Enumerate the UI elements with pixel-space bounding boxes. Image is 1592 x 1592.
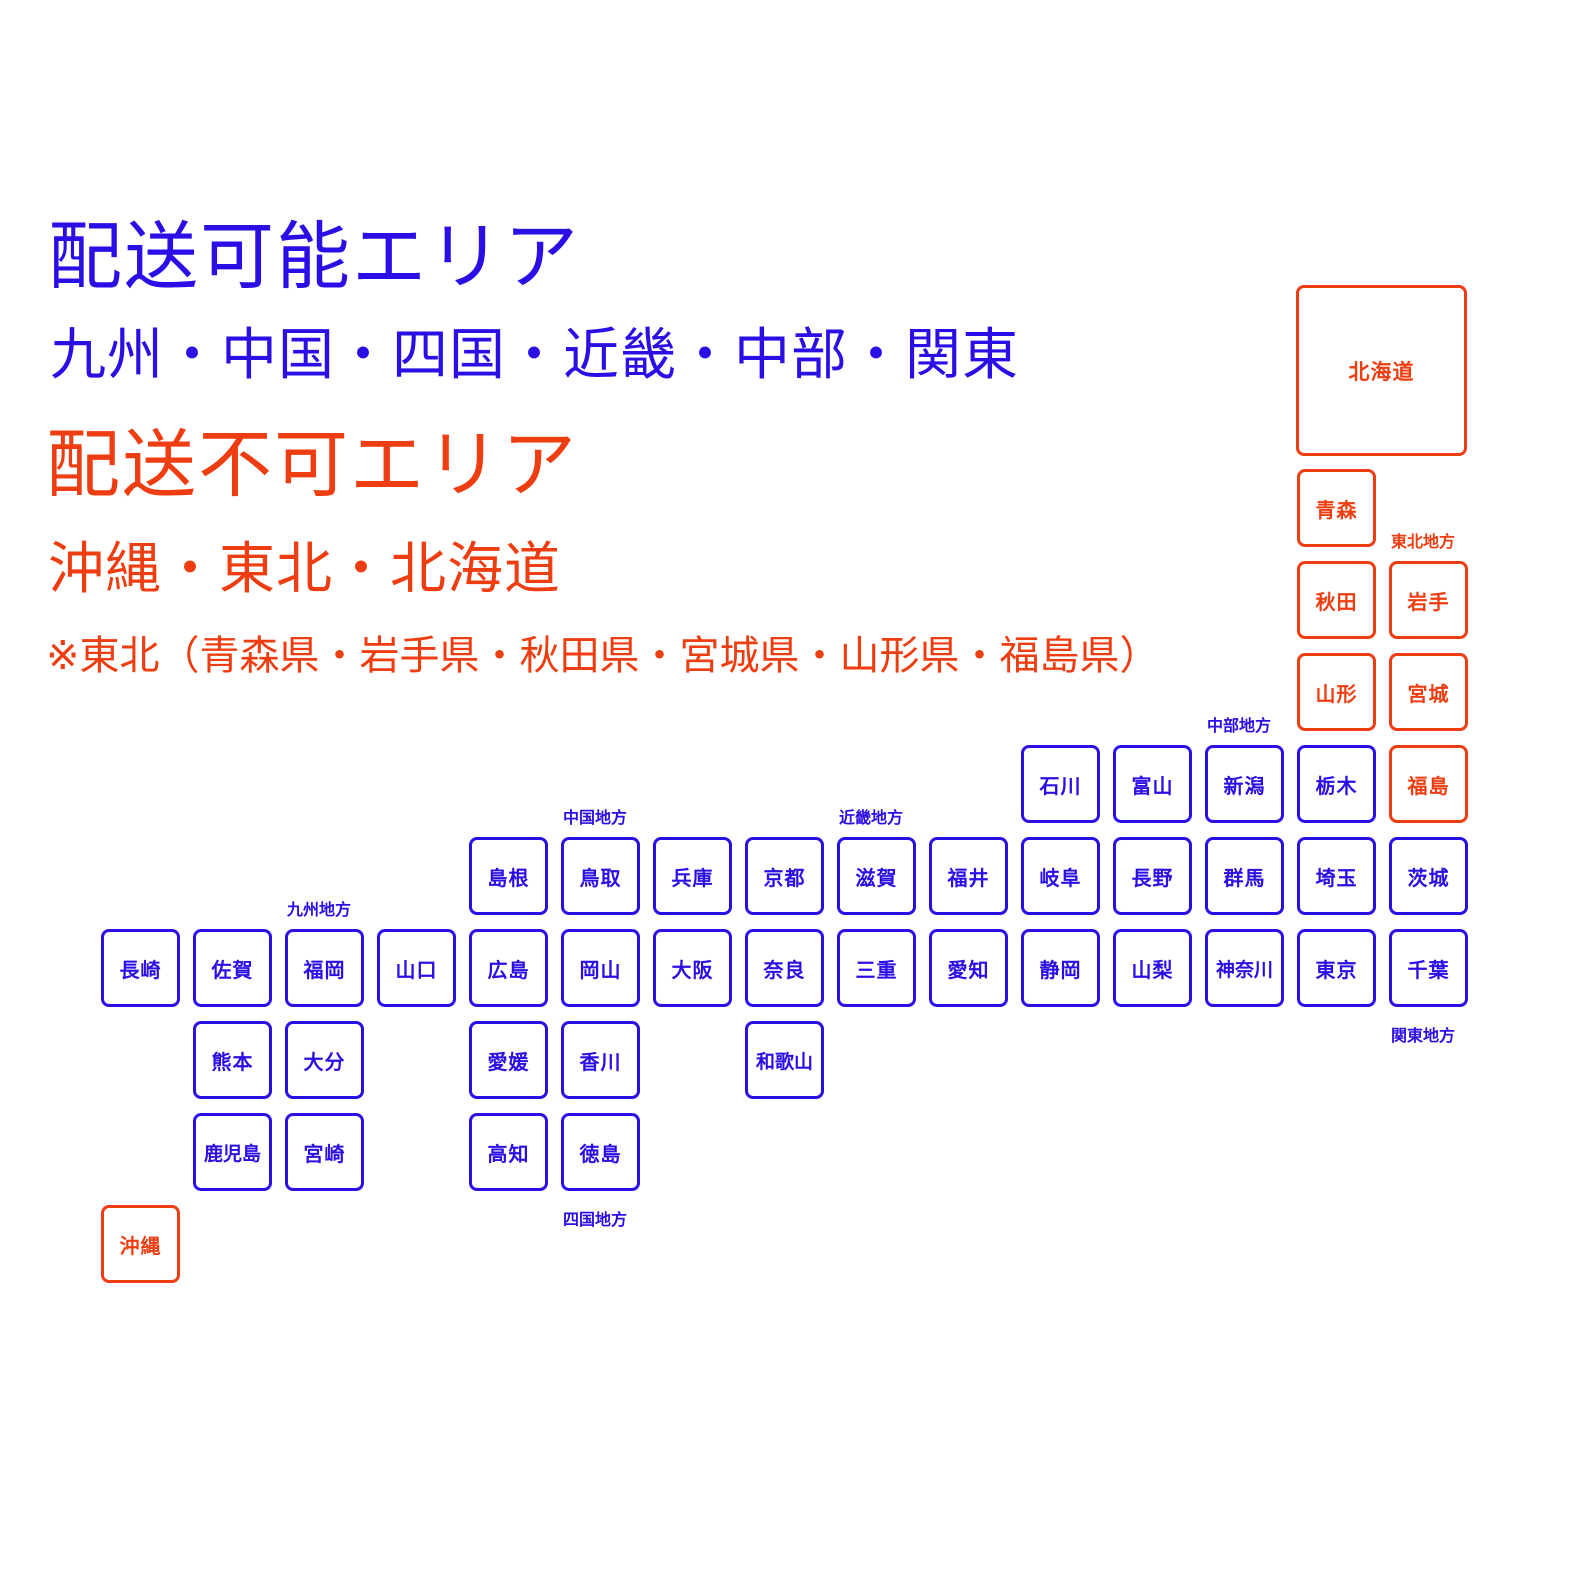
pref-mie[interactable]: 三重 bbox=[837, 929, 916, 1007]
pref-fukui[interactable]: 福井 bbox=[929, 837, 1008, 915]
deliverable-regions-list: 九州・中国・四国・近畿・中部・関東 bbox=[50, 323, 1019, 388]
pref-fukuoka[interactable]: 福岡 bbox=[285, 929, 364, 1007]
pref-shimane[interactable]: 島根 bbox=[469, 837, 548, 915]
pref-nagano[interactable]: 長野 bbox=[1113, 837, 1192, 915]
region-label-kyushu: 九州地方 bbox=[287, 900, 352, 919]
pref-miyazaki[interactable]: 宮崎 bbox=[285, 1113, 364, 1191]
pref-aichi[interactable]: 愛知 bbox=[929, 929, 1008, 1007]
region-label-kinki: 近畿地方 bbox=[839, 808, 904, 827]
pref-hiroshima[interactable]: 広島 bbox=[469, 929, 548, 1007]
pref-miyagi[interactable]: 宮城 bbox=[1389, 653, 1468, 731]
pref-kochi[interactable]: 高知 bbox=[469, 1113, 548, 1191]
pref-hokkaido[interactable]: 北海道 bbox=[1296, 285, 1467, 456]
region-label-chubu: 中部地方 bbox=[1207, 716, 1272, 735]
pref-hyogo[interactable]: 兵庫 bbox=[653, 837, 732, 915]
pref-shiga[interactable]: 滋賀 bbox=[837, 837, 916, 915]
pref-akita[interactable]: 秋田 bbox=[1297, 561, 1376, 639]
pref-saitama[interactable]: 埼玉 bbox=[1297, 837, 1376, 915]
region-label-kanto: 関東地方 bbox=[1391, 1026, 1456, 1045]
region-label-shikoku: 四国地方 bbox=[563, 1210, 628, 1229]
pref-saga[interactable]: 佐賀 bbox=[193, 929, 272, 1007]
tohoku-note: ※東北（青森県・岩手県・秋田県・宮城県・山形県・福島県） bbox=[46, 633, 1160, 679]
pref-oita[interactable]: 大分 bbox=[285, 1021, 364, 1099]
pref-iwate[interactable]: 岩手 bbox=[1389, 561, 1468, 639]
pref-okayama[interactable]: 岡山 bbox=[561, 929, 640, 1007]
pref-osaka[interactable]: 大阪 bbox=[653, 929, 732, 1007]
pref-chiba[interactable]: 千葉 bbox=[1389, 929, 1468, 1007]
pref-tokyo[interactable]: 東京 bbox=[1297, 929, 1376, 1007]
pref-kyoto[interactable]: 京都 bbox=[745, 837, 824, 915]
pref-kumamoto[interactable]: 熊本 bbox=[193, 1021, 272, 1099]
pref-tokushima[interactable]: 徳島 bbox=[561, 1113, 640, 1191]
deliverable-area-title: 配送可能エリア bbox=[48, 214, 580, 300]
pref-shizuoka[interactable]: 静岡 bbox=[1021, 929, 1100, 1007]
pref-aomori[interactable]: 青森 bbox=[1297, 469, 1376, 547]
pref-yamanashi[interactable]: 山梨 bbox=[1113, 929, 1192, 1007]
pref-kagawa[interactable]: 香川 bbox=[561, 1021, 640, 1099]
pref-tottori[interactable]: 鳥取 bbox=[561, 837, 640, 915]
pref-nara[interactable]: 奈良 bbox=[745, 929, 824, 1007]
pref-ibaraki[interactable]: 茨城 bbox=[1389, 837, 1468, 915]
pref-nagasaki[interactable]: 長崎 bbox=[101, 929, 180, 1007]
pref-okinawa[interactable]: 沖縄 bbox=[101, 1205, 180, 1283]
pref-tochigi[interactable]: 栃木 bbox=[1297, 745, 1376, 823]
pref-ishikawa[interactable]: 石川 bbox=[1021, 745, 1100, 823]
pref-fukushima[interactable]: 福島 bbox=[1389, 745, 1468, 823]
pref-kagoshima[interactable]: 鹿児島 bbox=[193, 1113, 272, 1191]
pref-yamagata[interactable]: 山形 bbox=[1297, 653, 1376, 731]
region-label-chugoku: 中国地方 bbox=[563, 808, 628, 827]
pref-yamaguchi[interactable]: 山口 bbox=[377, 929, 456, 1007]
pref-niigata[interactable]: 新潟 bbox=[1205, 745, 1284, 823]
pref-toyama[interactable]: 富山 bbox=[1113, 745, 1192, 823]
pref-ehime[interactable]: 愛媛 bbox=[469, 1021, 548, 1099]
region-label-tohoku: 東北地方 bbox=[1391, 532, 1456, 551]
undeliverable-regions-list: 沖縄・東北・北海道 bbox=[48, 537, 561, 602]
pref-wakayama[interactable]: 和歌山 bbox=[745, 1021, 824, 1099]
pref-gunma[interactable]: 群馬 bbox=[1205, 837, 1284, 915]
pref-kanagawa[interactable]: 神奈川 bbox=[1205, 929, 1284, 1007]
pref-gifu[interactable]: 岐阜 bbox=[1021, 837, 1100, 915]
undeliverable-area-title: 配送不可エリア bbox=[46, 422, 578, 508]
